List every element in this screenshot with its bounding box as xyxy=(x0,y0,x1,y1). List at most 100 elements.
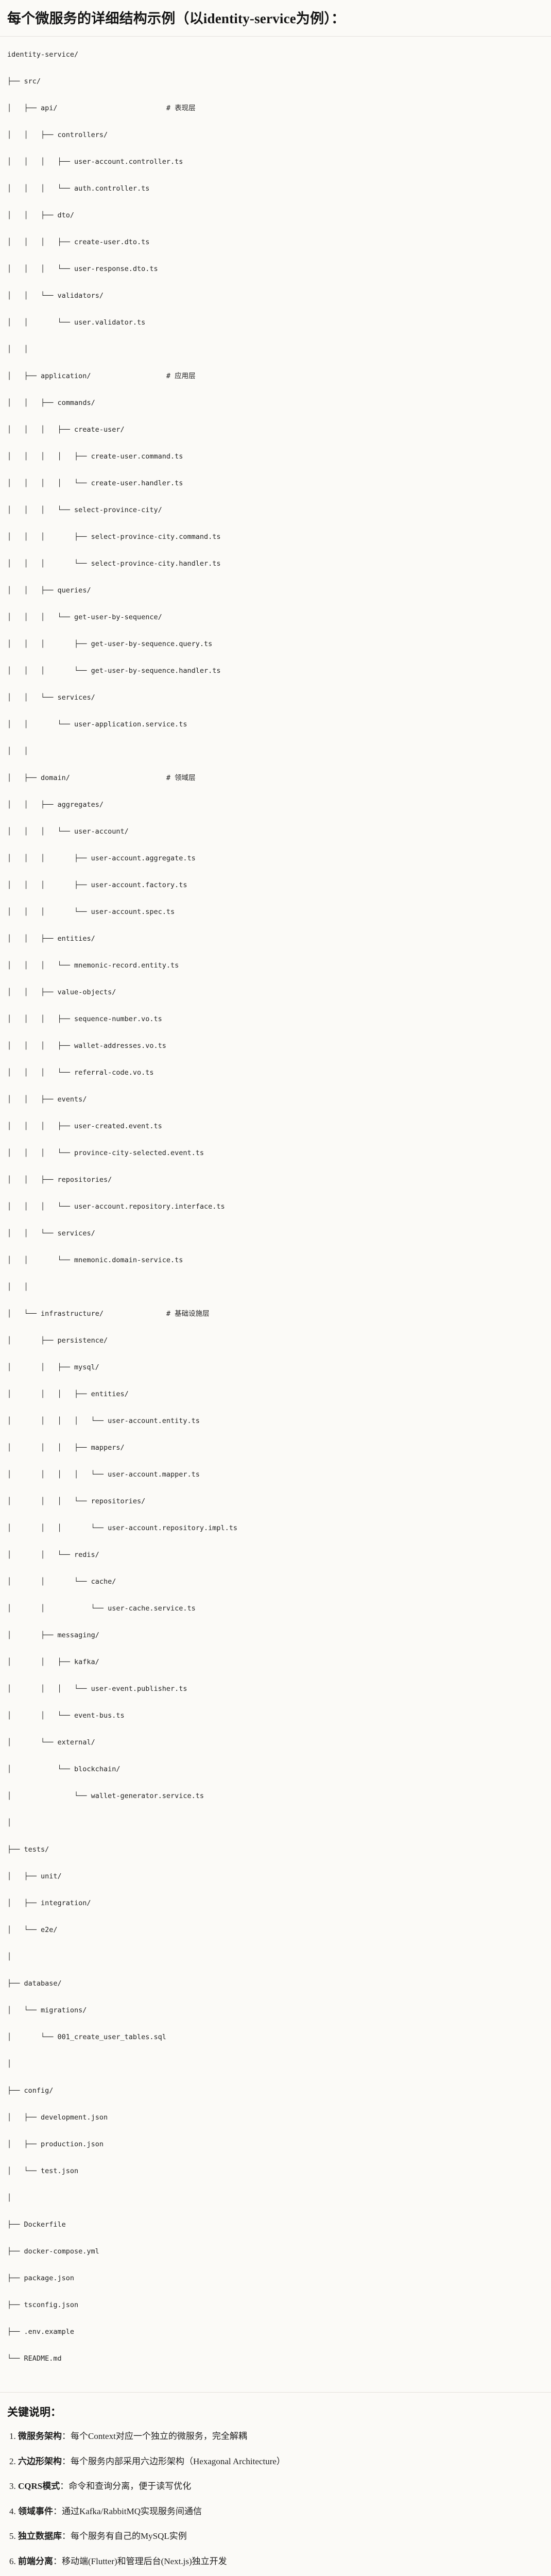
tree-node-label: cache/ xyxy=(91,1578,116,1586)
tree-line: │ │ │ ├── wallet-addresses.vo.ts xyxy=(7,1039,544,1053)
tree-node-label: select-province-city.command.ts xyxy=(91,533,221,541)
tree-node-label: user-account.repository.interface.ts xyxy=(74,1202,225,1211)
tree-node-label: wallet-generator.service.ts xyxy=(91,1792,204,1801)
tree-branch-glyphs: │ │ ├── xyxy=(7,211,58,220)
tree-line: │ │ ├── repositories/ xyxy=(7,1173,544,1187)
tree-node-label: test.json xyxy=(41,2167,79,2176)
tree-node-label: api/ xyxy=(41,104,58,113)
tree-branch-glyphs: │ xyxy=(7,2194,12,2202)
tree-line: │ ├── messaging/ xyxy=(7,1629,544,1642)
tree-node-label: auth.controller.ts xyxy=(74,184,150,193)
tree-node-label: migrations/ xyxy=(41,2006,87,2015)
key-note-item: 领域事件：通过Kafka/RabbitMQ实现服务间通信 xyxy=(9,2505,544,2518)
tree-node-label: unit/ xyxy=(41,1872,62,1881)
tree-line: ├── package.json xyxy=(7,2272,544,2285)
tree-layer-comment: # 表现层 xyxy=(166,104,196,113)
tree-line: │ │ ├── commands/ xyxy=(7,396,544,410)
tree-line: │ │ │ ├── user-account.aggregate.ts xyxy=(7,852,544,865)
tree-branch-glyphs: │ │ └── xyxy=(7,720,75,729)
tree-node-label: application/ xyxy=(41,372,91,381)
key-note-description: ：每个服务内部采用六边形架构（Hexagonal Architecture） xyxy=(62,2456,285,2466)
key-note-item: 微服务架构：每个Context对应一个独立的微服务，完全解耦 xyxy=(9,2430,544,2443)
tree-line: │ │ │ └── user-response.dto.ts xyxy=(7,262,544,276)
tree-node-label: user-account.controller.ts xyxy=(74,158,183,166)
tree-node-label: 001_create_user_tables.sql xyxy=(57,2033,166,2042)
tree-line: │ └── test.json xyxy=(7,2164,544,2178)
directory-tree-block: identity-service/ ├── src/ │ ├── api/ # … xyxy=(0,37,551,2393)
tree-line: │ │ │ ├── create-user/ xyxy=(7,423,544,436)
tree-node-label: integration/ xyxy=(41,1899,91,1908)
tree-line: │ xyxy=(7,1816,544,1829)
key-note-description: ：通过Kafka/RabbitMQ实现服务间通信 xyxy=(53,2506,202,2516)
tree-branch-glyphs: │ │ └── xyxy=(7,318,75,327)
tree-node-label: get-user-by-sequence.query.ts xyxy=(91,640,213,649)
key-notes-heading: 关键说明： xyxy=(7,2406,61,2419)
tree-line: ├── database/ xyxy=(7,1977,544,1990)
tree-node-label: wallet-addresses.vo.ts xyxy=(74,1042,166,1050)
tree-line: ├── src/ xyxy=(7,75,544,88)
tree-line: │ │ └── user-cache.service.ts xyxy=(7,1602,544,1615)
tree-line: │ │ │ │ ├── create-user.command.ts xyxy=(7,450,544,463)
tree-node-label: user-account.factory.ts xyxy=(91,881,187,890)
tree-line: │ │ └── event-bus.ts xyxy=(7,1709,544,1722)
tree-line: │ │ xyxy=(7,343,544,356)
tree-node-label: user-event.publisher.ts xyxy=(91,1685,187,1693)
tree-branch-glyphs: │ │ │ └── xyxy=(7,613,75,622)
tree-line: │ │ │ └── mnemonic-record.entity.ts xyxy=(7,959,544,972)
tree-line: │ │ └── services/ xyxy=(7,1227,544,1240)
tree-branch-glyphs: ├── xyxy=(7,77,24,86)
tree-line: │ │ ├── entities/ xyxy=(7,932,544,945)
tree-branch-glyphs: ├── xyxy=(7,2221,24,2229)
tree-line: │ xyxy=(7,2191,544,2205)
tree-line: ├── docker-compose.yml xyxy=(7,2245,544,2258)
tree-line: │ │ │ │ └── create-user.handler.ts xyxy=(7,477,544,490)
tree-node-label: aggregates/ xyxy=(57,801,104,809)
tree-line: │ │ xyxy=(7,744,544,758)
tree-branch-glyphs: │ ├── xyxy=(7,1336,58,1345)
tree-line: identity-service/ xyxy=(7,48,544,61)
tree-line: │ ├── development.json xyxy=(7,2111,544,2124)
tree-comment-spacer xyxy=(58,104,166,112)
tree-branch-glyphs: │ │ │ └── xyxy=(7,1202,75,1211)
tree-node-label: kafka/ xyxy=(74,1658,99,1667)
key-note-item: 独立数据库：每个服务有自己的MySQL实例 xyxy=(9,2530,544,2543)
tree-node-label: Dockerfile xyxy=(24,2221,66,2229)
tree-line: │ │ └── redis/ xyxy=(7,1548,544,1562)
tree-node-label: development.json xyxy=(41,2113,108,2122)
tree-branch-glyphs: │ │ │ │ └── xyxy=(7,1417,108,1426)
tree-line: │ ├── application/ # 应用层 xyxy=(7,369,544,383)
tree-line: │ ├── unit/ xyxy=(7,1870,544,1883)
tree-branch-glyphs: │ └── xyxy=(7,1310,41,1318)
tree-node-label: mnemonic-record.entity.ts xyxy=(74,961,179,970)
tree-node-label: dto/ xyxy=(57,211,75,220)
tree-line: │ │ │ └── user-account.repository.impl.t… xyxy=(7,1521,544,1535)
tree-branch-glyphs: │ │ │ └── xyxy=(7,1497,91,1506)
tree-node-label: sequence-number.vo.ts xyxy=(74,1015,162,1024)
tree-line: │ xyxy=(7,1950,544,1963)
tree-node-label: user-created.event.ts xyxy=(74,1122,162,1131)
tree-branch-glyphs: │ │ ├── xyxy=(7,801,58,809)
tree-node-label: create-user.command.ts xyxy=(91,452,183,461)
tree-branch-glyphs: │ │ └── xyxy=(7,1711,75,1720)
tree-branch-glyphs: └── xyxy=(7,2354,24,2363)
tree-line: │ │ │ ├── mappers/ xyxy=(7,1441,544,1454)
tree-line: │ │ │ └── repositories/ xyxy=(7,1495,544,1508)
tree-line: │ │ │ └── referral-code.vo.ts xyxy=(7,1066,544,1079)
tree-line: │ │ └── user.validator.ts xyxy=(7,316,544,329)
tree-branch-glyphs: │ │ └── xyxy=(7,1256,75,1265)
tree-node-label: messaging/ xyxy=(57,1631,99,1640)
tree-node-label: blockchain/ xyxy=(74,1765,120,1774)
tree-node-label: validators/ xyxy=(57,292,104,300)
tree-node-label: external/ xyxy=(57,1738,95,1747)
tree-node-label: referral-code.vo.ts xyxy=(74,1069,154,1077)
key-note-description: ：命令和查询分离，便于读写优化 xyxy=(60,2481,192,2492)
tree-node-label: mnemonic.domain-service.ts xyxy=(74,1256,183,1265)
tree-node-label: user-account/ xyxy=(74,827,129,836)
tree-branch-glyphs: │ │ └── xyxy=(7,1551,75,1560)
tree-branch-glyphs: │ └── xyxy=(7,1926,41,1935)
tree-line: │ │ ├── value-objects/ xyxy=(7,986,544,999)
tree-branch-glyphs: │ ├── xyxy=(7,1899,41,1908)
tree-branch-glyphs: │ ├── xyxy=(7,774,41,783)
tree-line: │ │ │ └── auth.controller.ts xyxy=(7,182,544,195)
tree-node-label: commands/ xyxy=(57,399,95,408)
